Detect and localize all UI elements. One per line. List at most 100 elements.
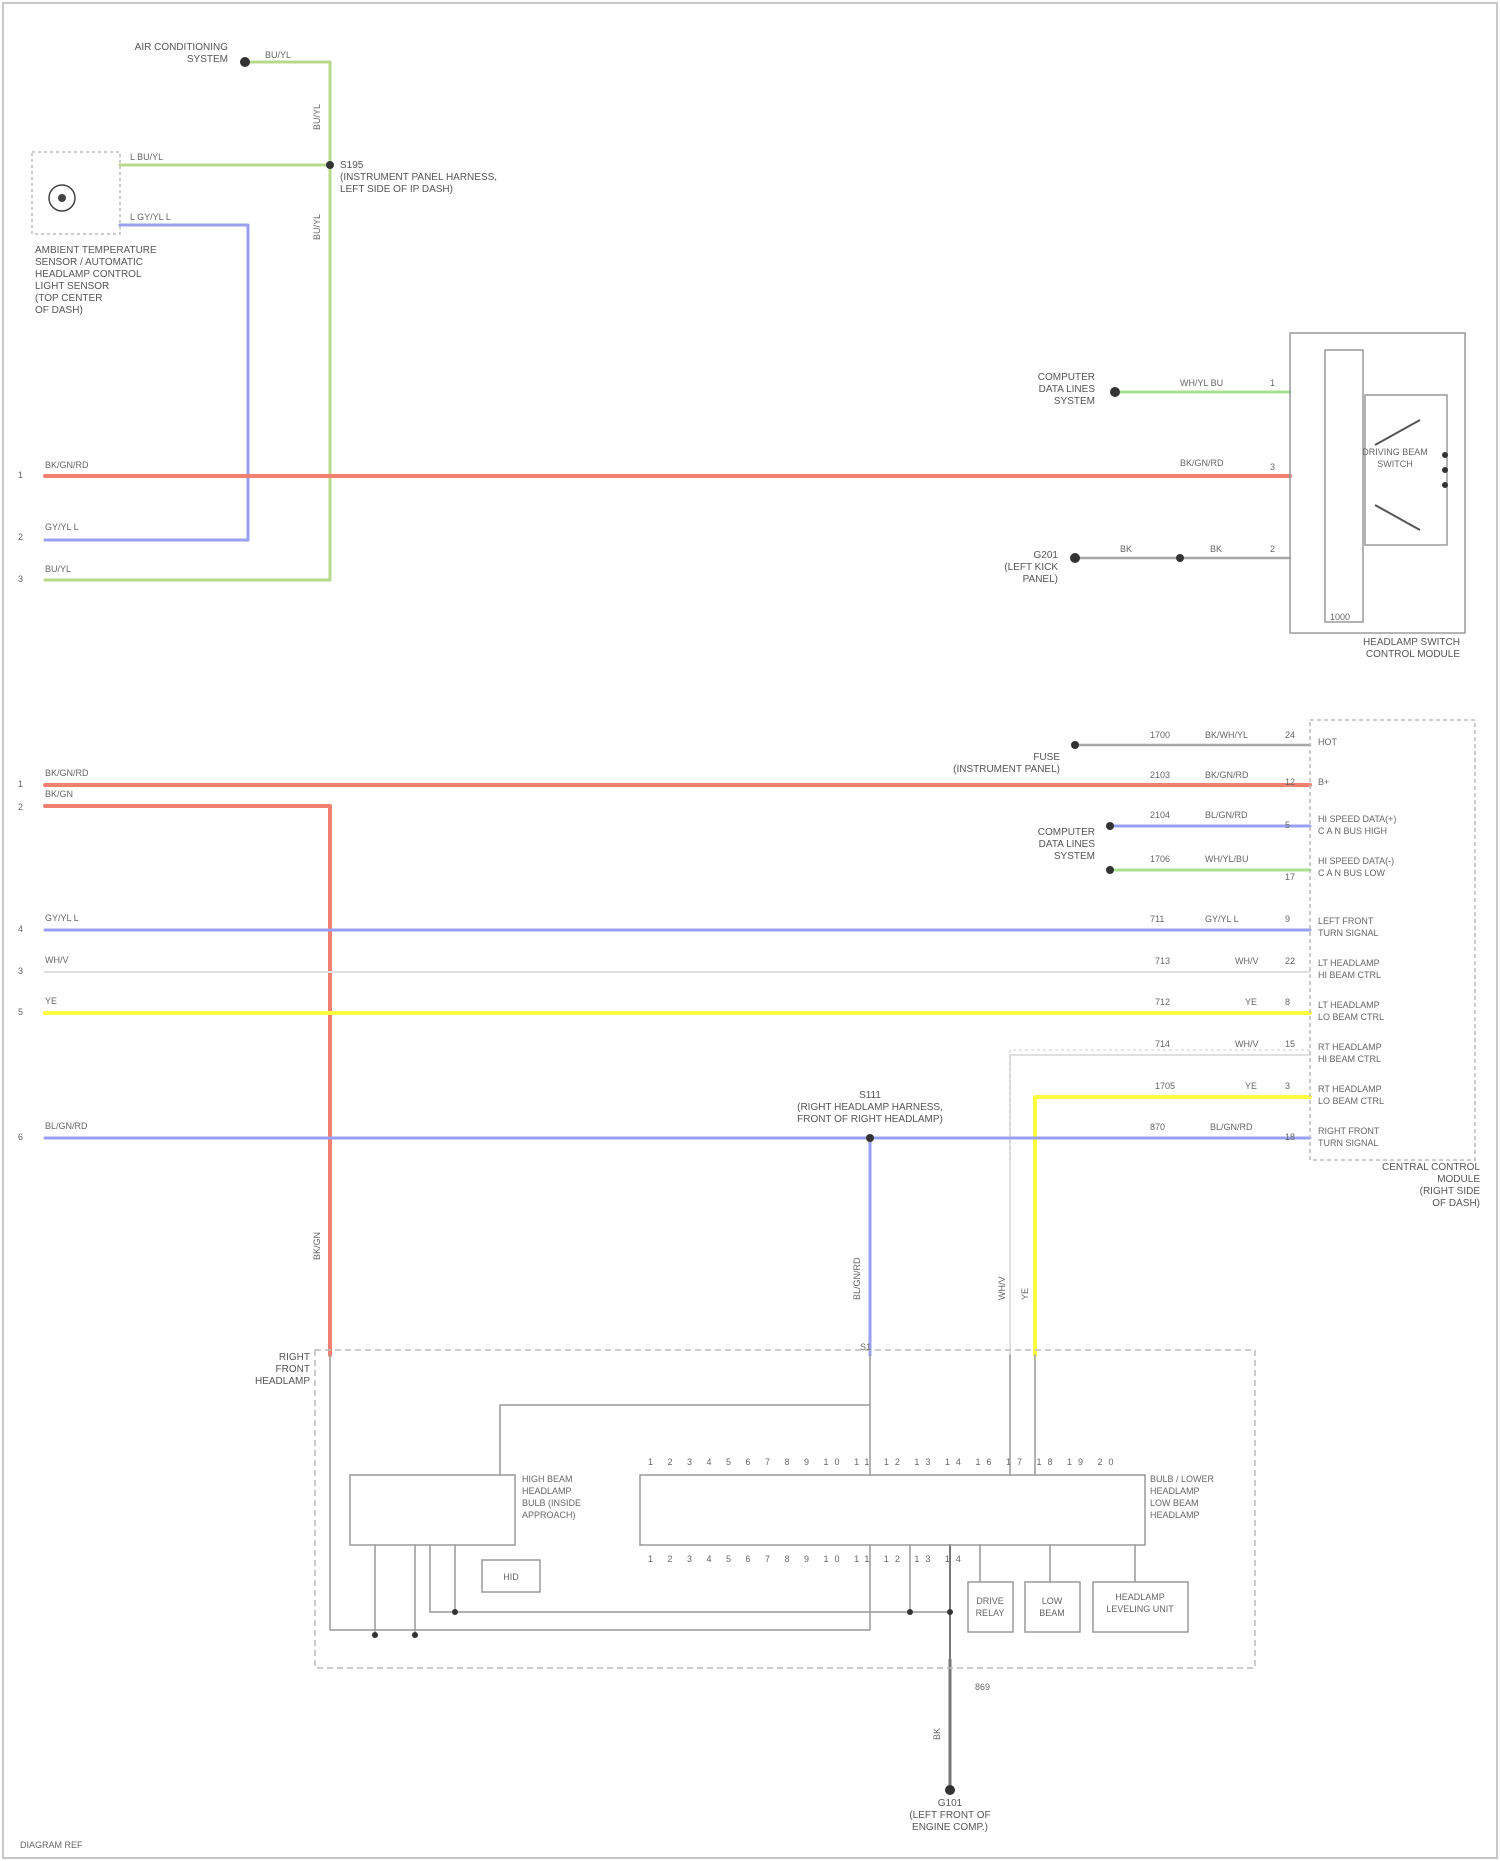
text-line: G201 <box>1034 550 1059 561</box>
pins-left-8: 5 <box>18 1007 23 1017</box>
text-line: 3 <box>18 574 23 584</box>
text-line: 15 <box>1285 1039 1295 1049</box>
pins-mod-1: 24 <box>1285 730 1295 740</box>
text-line: (RIGHT SIDE <box>1420 1186 1481 1197</box>
text-line: S1 <box>860 1342 871 1352</box>
text-line: RIGHT <box>279 1352 310 1363</box>
text-line: (TOP CENTER <box>35 293 102 304</box>
text-line: CONTROL MODULE <box>1366 649 1460 660</box>
text-line: SYSTEM <box>1054 851 1095 862</box>
text-line: 17 <box>1285 872 1295 882</box>
text-line: HI BEAM CTRL <box>1318 1054 1381 1064</box>
pins-mod-6: 22 <box>1285 956 1295 966</box>
text-line: DATA LINES <box>1039 384 1096 395</box>
text-line: BK/GN/RD <box>1180 458 1224 468</box>
pins-mod-7: 8 <box>1285 997 1290 1007</box>
text-line: 12 <box>1285 777 1295 787</box>
text-line: HI SPEED DATA(-) <box>1318 856 1394 866</box>
pins-left-6: 4 <box>18 924 23 934</box>
wire-labels-mod-wh: WH/V <box>1235 956 1259 966</box>
text-line: WH/V <box>45 955 69 965</box>
wire-labels-mod-red: BK/GN/RD <box>1205 770 1249 780</box>
g101-dot <box>945 1785 955 1795</box>
labels-hid: HID <box>503 1572 519 1582</box>
text-line: 9 <box>1285 914 1290 924</box>
text-line: HI BEAM CTRL <box>1318 970 1381 980</box>
text-line: BEAM <box>1039 1608 1065 1618</box>
text-line: LEVELING UNIT <box>1106 1604 1174 1614</box>
text-line: 4 <box>18 924 23 934</box>
text-line: LO BEAM CTRL <box>1318 1096 1384 1106</box>
text-line: BL/GN/RD <box>852 1257 862 1300</box>
text-line: G101 <box>938 1798 963 1809</box>
switch-pin-dot-2 <box>1442 467 1448 473</box>
wire-labels-vert-red: BK/GN <box>312 1232 322 1260</box>
wire-labels-mod-blue3: BL/GN/RD <box>1210 1122 1253 1132</box>
text-line: FRONT OF RIGHT HEADLAMP) <box>797 1114 943 1125</box>
text-line: 1 <box>18 470 23 480</box>
module-pins-p2: B+ <box>1318 777 1329 787</box>
text-line: 714 <box>1155 1039 1170 1049</box>
text-line: DRIVE <box>976 1596 1004 1606</box>
text-line: 22 <box>1285 956 1295 966</box>
text-line: 3 <box>18 966 23 976</box>
wire-labels-sw-gray-a: BK <box>1120 544 1132 554</box>
wire-labels-vert-blue: BL/GN/RD <box>852 1257 862 1300</box>
text-line: 1 <box>18 779 23 789</box>
circuits-c6: 711 <box>1150 914 1164 924</box>
wire-labels-left-red-1: BK/GN/RD <box>45 460 89 470</box>
wire-labels-top-green: BU/YL <box>265 50 291 60</box>
wire-labels-sw-red: BK/GN/RD <box>1180 458 1224 468</box>
pins-sw-2: 3 <box>1270 462 1275 472</box>
g201-dot <box>1070 553 1080 563</box>
text-line: HIGH BEAM <box>522 1474 573 1484</box>
text-line: FUSE <box>1033 752 1060 763</box>
text-line: (INSTRUMENT PANEL) <box>953 764 1060 775</box>
wire-labels-sw-green: WH/YL BU <box>1180 378 1223 388</box>
text-line: BL/GN/RD <box>1205 810 1248 820</box>
module-pins-p1: HOT <box>1318 737 1338 747</box>
text-line: LOW BEAM <box>1150 1498 1199 1508</box>
text-line: HEADLAMP <box>255 1376 310 1387</box>
wire-labels-mod-ye: YE <box>1245 997 1257 1007</box>
circuits-c12: 869 <box>975 1682 990 1692</box>
wire-labels-left-blue-2: GY/YL L <box>45 913 79 923</box>
pins-sw-3: 2 <box>1270 544 1275 554</box>
labels-switch-block: HEADLAMP SWITCHCONTROL MODULE <box>1363 637 1460 660</box>
text-line: GY/YL L <box>45 522 79 532</box>
text-line: PANEL) <box>1023 574 1058 585</box>
text-line: BL/GN/RD <box>45 1121 88 1131</box>
text-line: SWITCH <box>1377 459 1413 469</box>
sensor-icon-core <box>58 194 66 202</box>
text-line: LOW <box>1042 1596 1063 1606</box>
circuits-c11: 870 <box>1150 1122 1165 1132</box>
pins-mod-4: 17 <box>1285 872 1295 882</box>
text-line: WH/YL BU <box>1180 378 1223 388</box>
text-line: 18 <box>1285 1132 1295 1142</box>
wire-labels-sensor-blue: L GY/YL L <box>130 212 171 222</box>
text-line: B+ <box>1318 777 1329 787</box>
pins-left-3: 3 <box>18 574 23 584</box>
pins-left-1: 1 <box>18 470 23 480</box>
text-line: 24 <box>1285 730 1295 740</box>
text-line: BK <box>1210 544 1222 554</box>
pins-splice-pin: S1 <box>860 1342 871 1352</box>
text-line: HID <box>503 1572 519 1582</box>
pins-mod-3: 5 <box>1285 820 1290 830</box>
wire-labels-top-green-v1: BU/YL <box>312 104 322 130</box>
text-line: 5 <box>18 1007 23 1017</box>
wire-labels-mod-blue2: GY/YL L <box>1205 914 1239 924</box>
splice-s195-dot <box>326 161 334 169</box>
text-line: YE <box>1245 997 1257 1007</box>
text-line: LEFT FRONT <box>1318 916 1374 926</box>
pins-mod-10: 18 <box>1285 1132 1295 1142</box>
ecu-pin-row-bottom: 1 2 3 4 5 6 7 8 9 10 11 12 13 14 <box>648 1554 967 1564</box>
text-line: 2104 <box>1150 810 1170 820</box>
text-line: C A N BUS LOW <box>1318 868 1386 878</box>
wire-labels-left-wh: WH/V <box>45 955 69 965</box>
wire-labels-left-blue-3: BL/GN/RD <box>45 1121 88 1131</box>
switch-pin-dot-3 <box>1442 482 1448 488</box>
circuits-c8: 712 <box>1155 997 1170 1007</box>
int-dot-2 <box>412 1632 418 1638</box>
